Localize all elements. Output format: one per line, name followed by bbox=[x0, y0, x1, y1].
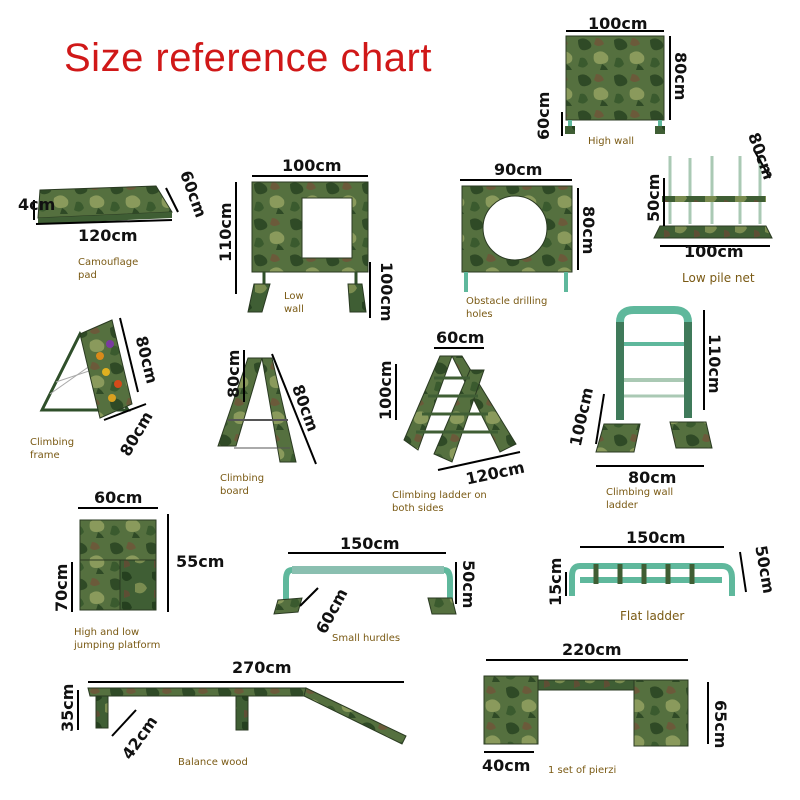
jumping-platform-width-label: 60cm bbox=[94, 488, 143, 507]
obstacle-holes-caption: Obstacle drilling holes bbox=[466, 296, 548, 320]
climbing-wall-ladder-width-label: 80cm bbox=[628, 468, 677, 487]
low-pile-net-illustration bbox=[653, 149, 773, 247]
small-hurdles-width-label: 150cm bbox=[340, 534, 400, 553]
high-wall-leg-label: 60cm bbox=[534, 91, 553, 140]
pierzi-illustration bbox=[483, 659, 709, 753]
low-wall-width-label: 100cm bbox=[282, 156, 342, 175]
flat-ladder-illustration bbox=[565, 546, 747, 596]
high-wall-caption: High wall bbox=[588, 136, 635, 147]
climbing-board-height-label: 80cm bbox=[224, 349, 243, 398]
high-wall-illustration bbox=[561, 30, 671, 136]
balance-wood-length-label: 270cm bbox=[232, 658, 292, 677]
jumping-platform-height-label: 55cm bbox=[176, 552, 225, 571]
pierzi-height-label: 65cm bbox=[711, 700, 730, 749]
climbing-ladder-illustration bbox=[395, 347, 521, 471]
small-hurdles-height-label: 50cm bbox=[459, 560, 478, 609]
climbing-ladder-width-label: 60cm bbox=[436, 328, 485, 347]
camouflage-pad-caption: Camouflage pad bbox=[78, 257, 139, 281]
jumping-platform-caption: High and low jumping platform bbox=[74, 627, 161, 651]
low-wall-caption: Low wall bbox=[284, 291, 304, 315]
flat-ladder-height-label: 15cm bbox=[546, 557, 565, 606]
climbing-ladder-height-label: 100cm bbox=[376, 360, 395, 420]
obstacle-holes-width-label: 90cm bbox=[494, 160, 543, 179]
climbing-wall-ladder-illustration bbox=[595, 306, 713, 467]
climbing-frame-illustration bbox=[39, 317, 147, 421]
small-hurdles-illustration bbox=[273, 552, 457, 615]
camouflage-pad-illustration bbox=[33, 185, 179, 225]
jumping-platform-illustration bbox=[71, 507, 169, 612]
camouflage-pad-thickness-label: 4cm bbox=[18, 195, 56, 214]
low-wall-height-label: 110cm bbox=[216, 202, 235, 262]
balance-wood-height-label: 35cm bbox=[58, 683, 77, 732]
climbing-board-caption: Climbing board bbox=[220, 473, 265, 497]
climbing-wall-ladder-height-label: 110cm bbox=[705, 334, 724, 394]
low-pile-net-width-label: 100cm bbox=[684, 242, 744, 261]
low-pile-net-height-label: 50cm bbox=[644, 173, 663, 222]
balance-wood-caption: Balance wood bbox=[178, 757, 248, 768]
jumping-platform-low-height-label: 70cm bbox=[52, 563, 71, 612]
high-wall-height-label: 80cm bbox=[671, 52, 690, 101]
chart-title: Size reference chart bbox=[64, 36, 432, 80]
camouflage-pad-length-label: 120cm bbox=[78, 226, 138, 245]
flat-ladder-caption: Flat ladder bbox=[620, 609, 685, 623]
low-wall-base-label: 100cm bbox=[377, 262, 396, 322]
pierzi-caption: 1 set of pierzi bbox=[548, 765, 617, 776]
climbing-board-illustration bbox=[217, 350, 317, 465]
pierzi-block-width-label: 40cm bbox=[482, 756, 531, 775]
climbing-frame-caption: Climbing frame bbox=[30, 437, 75, 461]
small-hurdles-caption: Small hurdles bbox=[332, 633, 401, 644]
climbing-wall-ladder-caption: Climbing wall ladder bbox=[606, 487, 674, 511]
obstacle-holes-illustration bbox=[460, 179, 579, 292]
balance-wood-illustration bbox=[77, 681, 407, 745]
flat-ladder-length-label: 150cm bbox=[626, 528, 686, 547]
low-pile-net-caption: Low pile net bbox=[682, 271, 755, 285]
climbing-ladder-caption: Climbing ladder on both sides bbox=[392, 490, 487, 514]
low-wall-illustration bbox=[235, 175, 371, 318]
pierzi-length-label: 220cm bbox=[562, 640, 622, 659]
obstacle-holes-height-label: 80cm bbox=[579, 206, 598, 255]
high-wall-width-label: 100cm bbox=[588, 14, 648, 33]
